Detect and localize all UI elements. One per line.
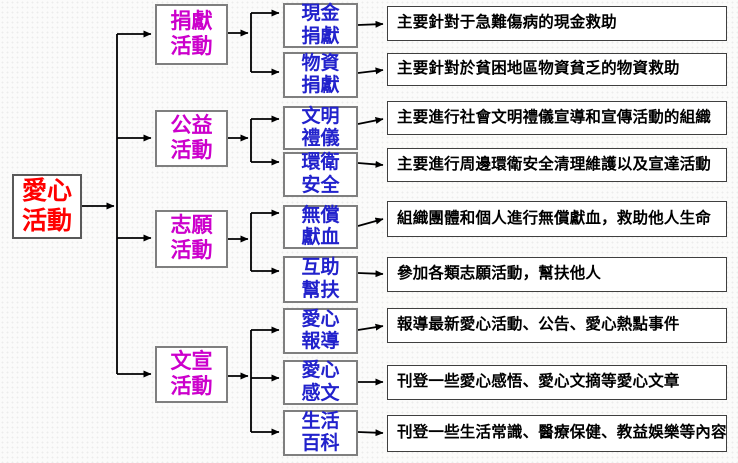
group-node-public-welfare: 公益 活動 xyxy=(155,110,228,167)
child-node-life-encyclopedia: 生活 百科 xyxy=(283,410,358,456)
child-node-sanitation-safety: 環衛 安全 xyxy=(283,152,358,197)
child-node-blood-donation: 無償 獻血 xyxy=(283,205,358,249)
child-node-cash-donation: 現金 捐獻 xyxy=(283,3,358,48)
group-node-donation: 捐獻 活動 xyxy=(155,4,228,65)
desc-civility-etiquette: 主要進行社會文明禮儀宣導和宣傳活動的組織 xyxy=(387,101,727,135)
child-node-civility-etiquette: 文明 禮儀 xyxy=(283,106,358,150)
desc-love-reports: 報導最新愛心活動、公告、愛心熱點事件 xyxy=(387,308,727,343)
child-node-love-reports: 愛心 報導 xyxy=(283,308,358,354)
child-node-love-essays: 愛心 感文 xyxy=(283,360,358,405)
group-node-volunteer: 志願 活動 xyxy=(155,210,228,268)
desc-goods-donation: 主要針對於貧困地區物資貧乏的物資救助 xyxy=(387,53,727,86)
desc-life-encyclopedia: 刊登一些生活常識、醫療保健、教益娛樂等內容 xyxy=(387,415,727,452)
desc-blood-donation: 組織團體和個人進行無償獻血，救助他人生命 xyxy=(387,201,727,237)
root-node: 愛心 活動 xyxy=(12,174,82,239)
desc-love-essays: 刊登一些愛心感悟、愛心文摘等愛心文章 xyxy=(387,365,727,400)
desc-cash-donation: 主要針對于急難傷病的現金救助 xyxy=(387,6,727,41)
desc-sanitation-safety: 主要進行周邊環衛安全清理維護以及宣達活動 xyxy=(387,148,727,182)
desc-mutual-help: 參加各類志願活動，幫扶他人 xyxy=(387,257,727,292)
group-node-publicity: 文宣 活動 xyxy=(155,346,228,403)
child-node-mutual-help: 互助 幫扶 xyxy=(283,256,358,303)
child-node-goods-donation: 物資 捐獻 xyxy=(283,52,358,98)
